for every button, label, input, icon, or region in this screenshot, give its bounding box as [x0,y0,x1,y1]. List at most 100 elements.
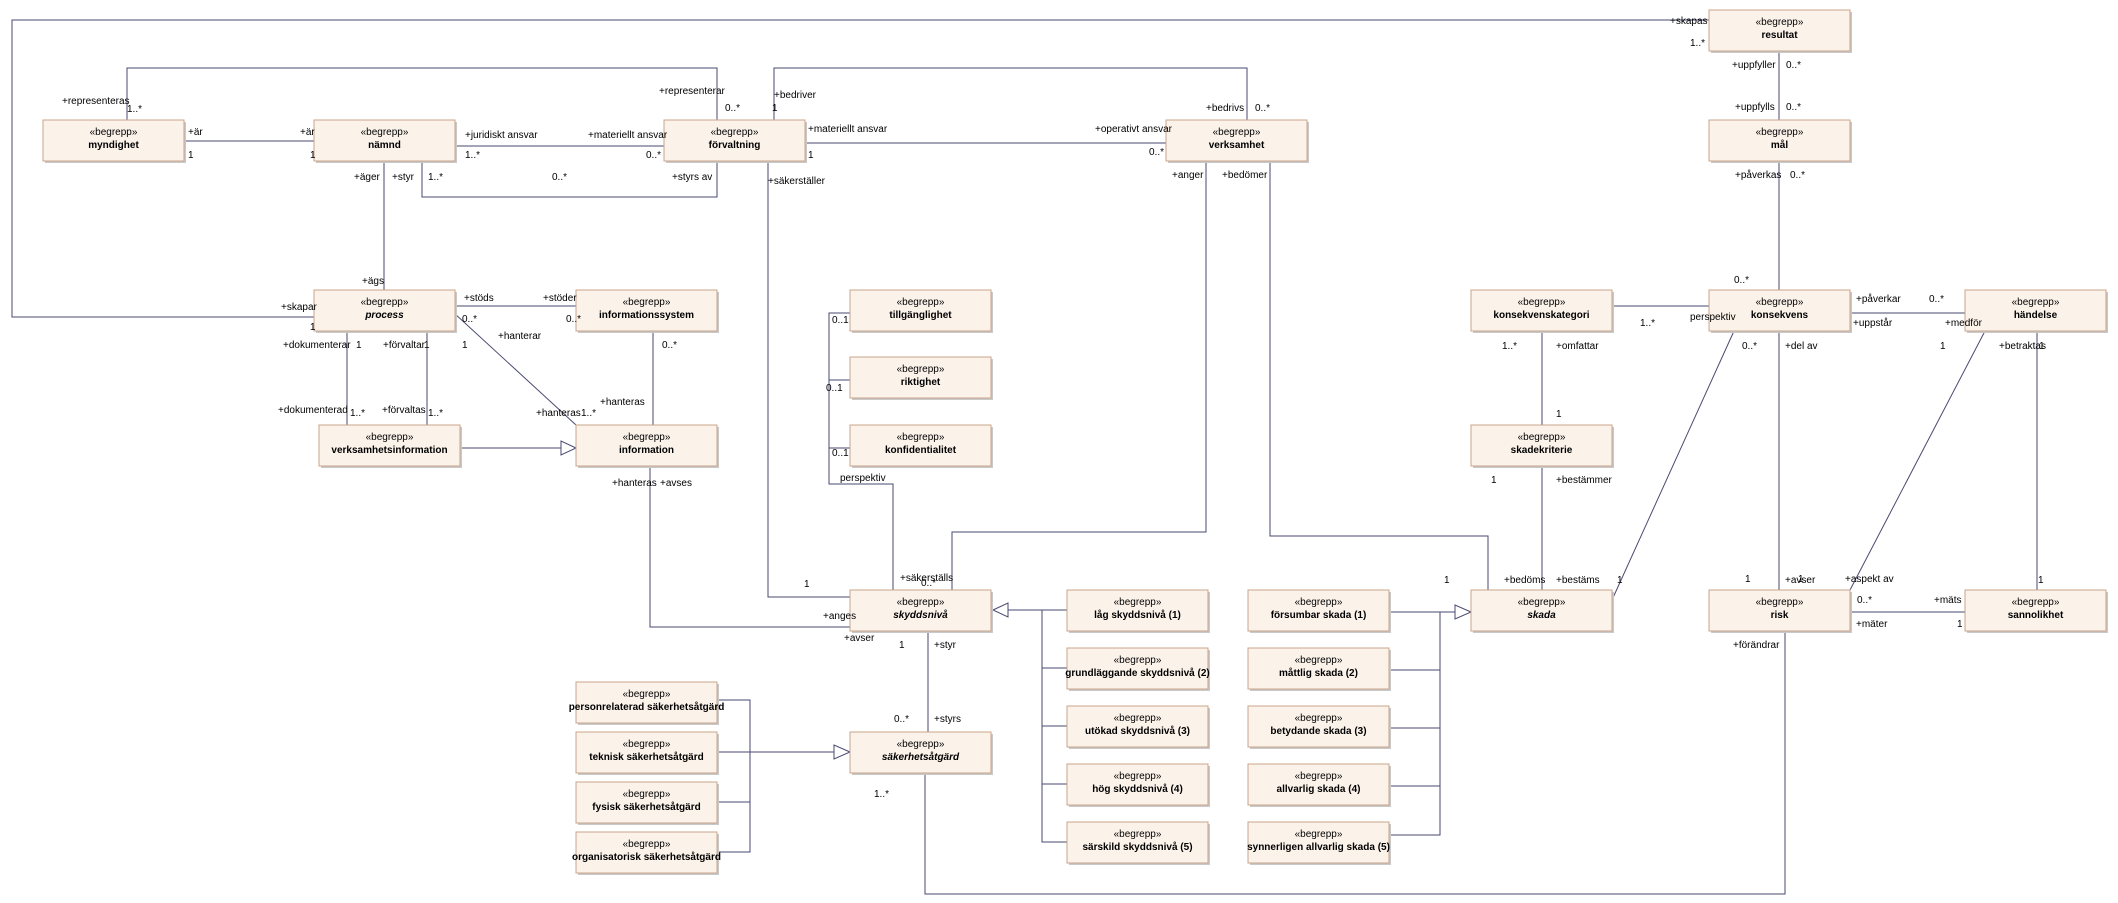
association-label: +hanteras [612,478,657,489]
generalization-arrowhead [1454,604,1473,620]
class-personrel[interactable]: «begrepp»personrelaterad säkerhetsåtgärd [569,681,725,725]
class-synnerligen[interactable]: «begrepp» synnerligen allvarlig skada (5) [1247,821,1391,865]
class-name: konsekvenskategori [1493,310,1589,321]
class-box [1247,821,1390,864]
class-konsekvenskategori[interactable]: «begrepp»konsekvenskategori [1470,289,1614,333]
class-allvarlig[interactable]: «begrepp»allvarlig skada (4) [1247,763,1391,807]
class-grund[interactable]: «begrepp»grundläggande skyddsnivå (2) [1065,647,1210,691]
association-label: +bestäms [1556,575,1600,586]
association-label: 1 [310,322,316,333]
class-teknisk[interactable]: «begrepp»teknisk säkerhetsåtgärd [575,731,719,775]
stereotype-label: «begrepp» [1756,297,1804,308]
class-skyddsniva[interactable]: «begrepp»skyddsnivå [849,589,993,633]
association-label: 1 [808,150,814,161]
connector-line [828,447,894,590]
class-sarskild[interactable]: «begrepp»särskild skyddsnivå (5) [1066,821,1210,865]
class-lag[interactable]: «begrepp»låg skyddsnivå (1) [1066,589,1210,633]
class-box [1964,589,2107,632]
stereotype-label: «begrepp» [1114,713,1162,724]
class-box [1066,705,1209,748]
association-label: 1 [772,103,778,114]
association-label: 0..* [1742,341,1757,352]
association-label: +aspekt av [1845,574,1894,585]
class-information[interactable]: «begrepp»information [575,424,719,468]
class-resultat[interactable]: «begrepp»resultat [1708,9,1852,53]
class-name: låg skyddsnivå (1) [1094,609,1181,621]
class-betydande[interactable]: «begrepp»betydande skada (3) [1247,705,1391,749]
association-label: 1..* [1502,341,1517,352]
class-box [575,681,718,724]
class-box [1066,821,1209,864]
class-box [1247,705,1390,748]
class-namnd[interactable]: «begrepp»nämnd [313,119,457,163]
class-konfidentialitet[interactable]: «begrepp»konfidentialitet [849,424,993,468]
class-organisatorisk[interactable]: «begrepp»organisatorisk säkerhetsåtgärd [572,831,721,875]
class-mal[interactable]: «begrepp»mål [1708,119,1852,163]
class-mattlig[interactable]: «begrepp»måttlig skada (2) [1247,647,1391,691]
association-label: +uppfylls [1735,102,1775,113]
stereotype-label: «begrepp» [1295,655,1343,666]
class-konsekvens[interactable]: «begrepp»konsekvens [1708,289,1852,333]
association-label: 0..* [552,172,567,183]
association-label: 0..* [1734,275,1749,286]
association-label: 1 [1798,574,1804,585]
class-fysisk[interactable]: «begrepp»fysisk säkerhetsåtgärd [575,781,719,825]
association-label: 0..* [921,578,936,589]
association-label: +bedömer [1222,170,1268,181]
association-label: +styrs [934,714,961,725]
class-skadekriterie[interactable]: «begrepp»skadekriterie [1470,424,1614,468]
class-myndighet[interactable]: «begrepp»myndighet [42,119,186,163]
association-label: 1..* [428,408,443,419]
class-risk[interactable]: «begrepp» risk [1708,589,1852,633]
class-name: skadekriterie [1511,445,1573,456]
stereotype-label: «begrepp» [2012,597,2060,608]
class-name: synnerligen allvarlig skada (5) [1247,842,1390,853]
class-informationssystem[interactable]: «begrepp»informationssystem [575,289,719,333]
class-box [575,831,718,874]
class-box [849,356,992,399]
class-box [1964,289,2107,332]
class-process[interactable]: «begrepp»process [313,289,457,333]
class-name: organisatorisk säkerhetsåtgärd [572,851,721,863]
stereotype-label: «begrepp» [1295,771,1343,782]
class-sannolikhet[interactable]: «begrepp»sannolikhet [1964,589,2108,633]
class-skada[interactable]: «begrepp»skada [1470,589,1614,633]
class-box [575,289,718,332]
connector-line [453,312,577,426]
stereotype-label: «begrepp» [623,689,671,700]
class-forvaltning[interactable]: «begrepp»förvaltning [663,119,807,163]
class-name: måttlig skada (2) [1279,667,1358,679]
stereotype-label: «begrepp» [1756,597,1804,608]
stereotype-label: «begrepp» [897,297,945,308]
class-box [318,424,461,467]
class-tillganglighet[interactable]: «begrepp»tillgänglighet [849,289,993,333]
stereotype-label: «begrepp» [1295,829,1343,840]
class-name: verksamhet [1209,140,1265,151]
class-name: risk [1771,610,1789,621]
association-label: +avser [844,633,875,644]
class-name: betydande skada (3) [1270,726,1366,737]
class-sakerhetsatgard[interactable]: «begrepp»säkerhetsåtgärd [849,731,993,775]
class-box [1247,763,1390,806]
class-verksamhetsinformation[interactable]: «begrepp»verksamhetsinformation [318,424,462,468]
association-label: 1 [1444,575,1450,586]
class-handelse[interactable]: «begrepp»händelse [1964,289,2108,333]
association-label: +bedriver [774,90,817,101]
connector-line [11,19,1709,318]
association-label: 1 [804,579,810,590]
connector-line [773,67,1248,120]
class-forsumbar[interactable]: «begrepp»försumbar skada (1) [1247,589,1391,633]
class-utokad[interactable]: «begrepp»utökad skyddsnivå (3) [1066,705,1210,749]
class-riktighet[interactable]: «begrepp»riktighet [849,356,993,400]
association-label: 1..* [581,408,596,419]
association-label: +representerar [659,86,726,97]
class-boxes: «begrepp»resultat «begrepp»myndighet «begr… [42,9,2108,875]
association-label: +omfattar [1556,341,1599,352]
stereotype-label: «begrepp» [623,739,671,750]
class-verksamhet[interactable]: «begrepp»verksamhet [1165,119,1309,163]
class-box [663,119,806,162]
class-hog[interactable]: «begrepp»hög skyddsnivå (4) [1066,763,1210,807]
association-label: 1 [899,640,905,651]
association-label: +medför [1945,318,1983,329]
class-name: säkerhetsåtgärd [882,751,960,763]
